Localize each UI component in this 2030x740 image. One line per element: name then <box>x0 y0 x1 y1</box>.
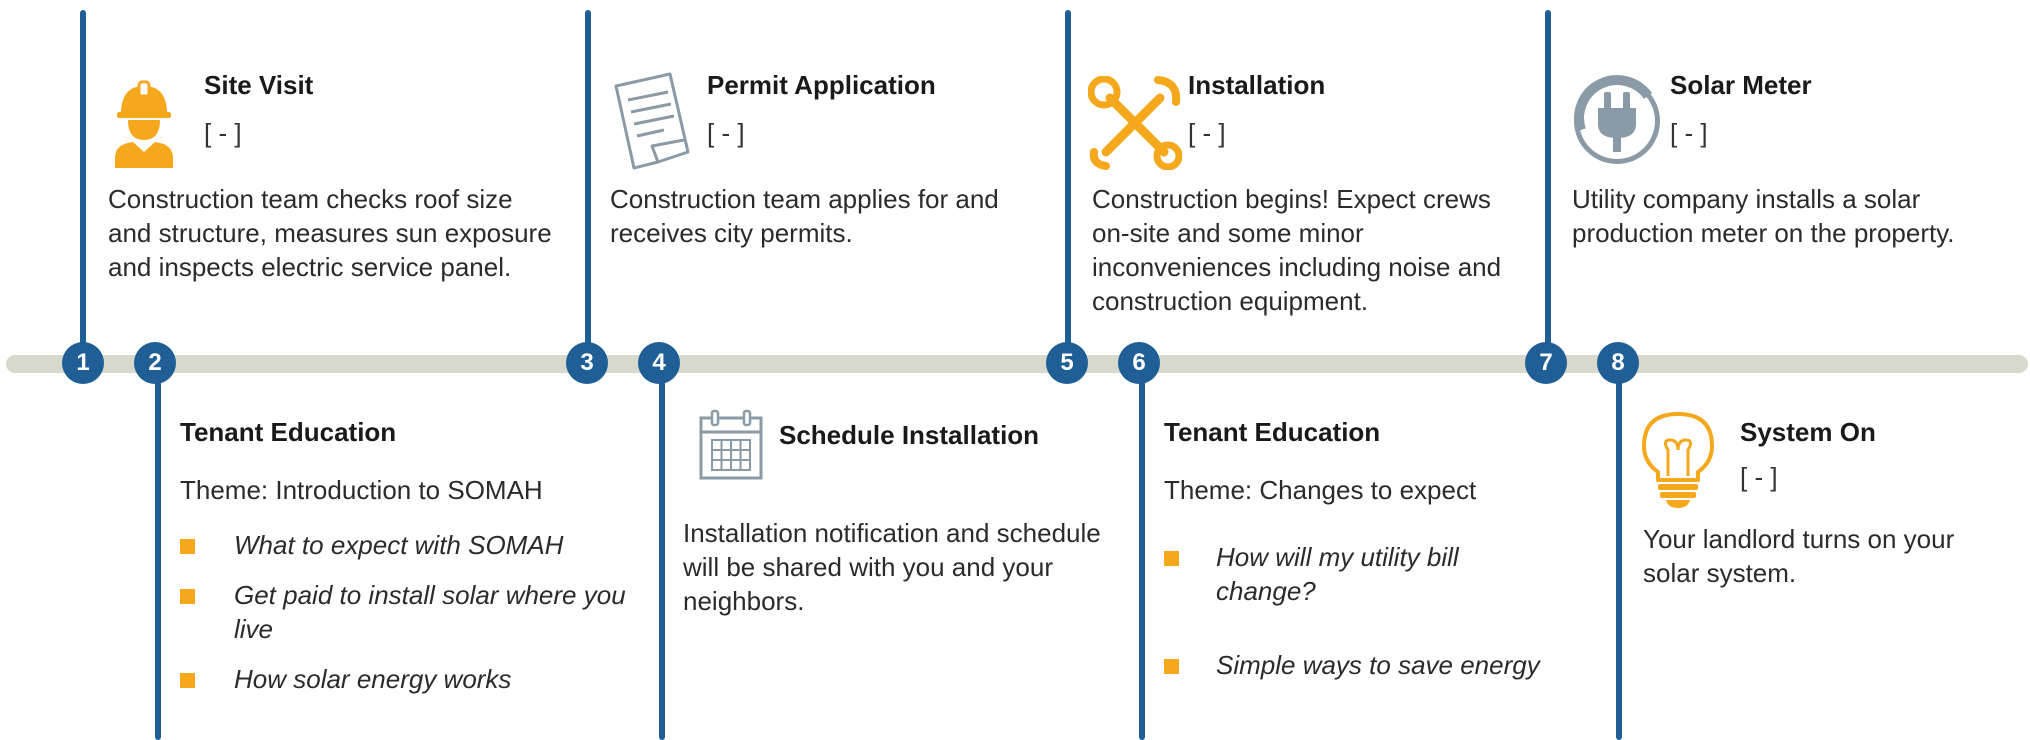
step-1-title: Site Visit <box>204 70 314 100</box>
step-5-date-placeholder: [ - ] <box>1188 118 1226 148</box>
step-number-2: 2 <box>134 342 176 384</box>
bullet-square <box>180 589 195 604</box>
bullet-square <box>180 539 195 554</box>
step-1-date-placeholder: [ - ] <box>204 118 242 148</box>
step-8-title: System On <box>1740 417 1876 447</box>
step-6-title: Tenant Education <box>1164 417 1381 447</box>
bullet-square <box>1164 551 1179 566</box>
step-number-3: 3 <box>566 342 608 384</box>
step-7-title: Solar Meter <box>1670 70 1812 100</box>
light-bulb-icon <box>1642 412 1714 508</box>
step-5-description: Construction begins! Expect crews on-sit… <box>1092 184 1502 316</box>
wrenches-icon <box>1088 76 1182 170</box>
step-4-description: Installation notification and schedule w… <box>683 518 1101 616</box>
list-item: Get paid to install solar where you live <box>180 578 640 646</box>
connector-line-1 <box>80 10 86 348</box>
list-item: How solar energy works <box>180 662 640 696</box>
connector-line-4 <box>659 380 665 740</box>
step-2-title: Tenant Education <box>180 417 397 447</box>
step-number-6: 6 <box>1118 342 1160 384</box>
step-8-description: Your landlord turns on your solar system… <box>1643 524 1955 588</box>
connector-line-3 <box>585 10 591 348</box>
connector-line-5 <box>1065 10 1071 348</box>
list-item: How will my utility bill change? <box>1164 540 1604 608</box>
step-3-date-placeholder: [ - ] <box>707 118 745 148</box>
step-number-4: 4 <box>638 342 680 384</box>
step-4-title: Schedule Installation <box>779 420 1040 450</box>
step-7-description: Utility company installs a solar product… <box>1572 184 1955 248</box>
calendar-icon <box>699 409 763 480</box>
step-8-date-placeholder: [ - ] <box>1740 462 1778 492</box>
step-5-title: Installation <box>1188 70 1326 100</box>
step-2-theme: Theme: Introduction to SOMAH <box>180 475 543 505</box>
connector-line-2 <box>155 380 161 740</box>
step-number-1: 1 <box>62 342 104 384</box>
construction-worker-icon <box>115 80 173 168</box>
step-number-5: 5 <box>1046 342 1088 384</box>
step-1-description: Construction team checks roof size and s… <box>108 184 552 282</box>
step-number-8: 8 <box>1597 342 1639 384</box>
step-6-topic-list: How will my utility bill change? Simple … <box>1164 540 1604 698</box>
step-7-date-placeholder: [ - ] <box>1670 118 1708 148</box>
step-3-title: Permit Application <box>707 70 936 100</box>
step-2-topic-list: What to expect with SOMAH Get paid to in… <box>180 528 640 712</box>
step-6-theme: Theme: Changes to expect <box>1164 475 1477 505</box>
plug-meter-icon <box>1574 75 1660 164</box>
connector-line-8 <box>1616 380 1622 740</box>
connector-line-7 <box>1545 10 1551 348</box>
document-icon <box>614 72 690 170</box>
list-item: What to expect with SOMAH <box>180 528 640 562</box>
step-3-description: Construction team applies for and receiv… <box>610 184 999 248</box>
bullet-square <box>180 673 195 688</box>
list-item: Simple ways to save energy <box>1164 648 1604 682</box>
timeline-bar <box>6 355 2028 373</box>
step-number-7: 7 <box>1525 342 1567 384</box>
connector-line-6 <box>1139 380 1145 740</box>
bullet-square <box>1164 659 1179 674</box>
